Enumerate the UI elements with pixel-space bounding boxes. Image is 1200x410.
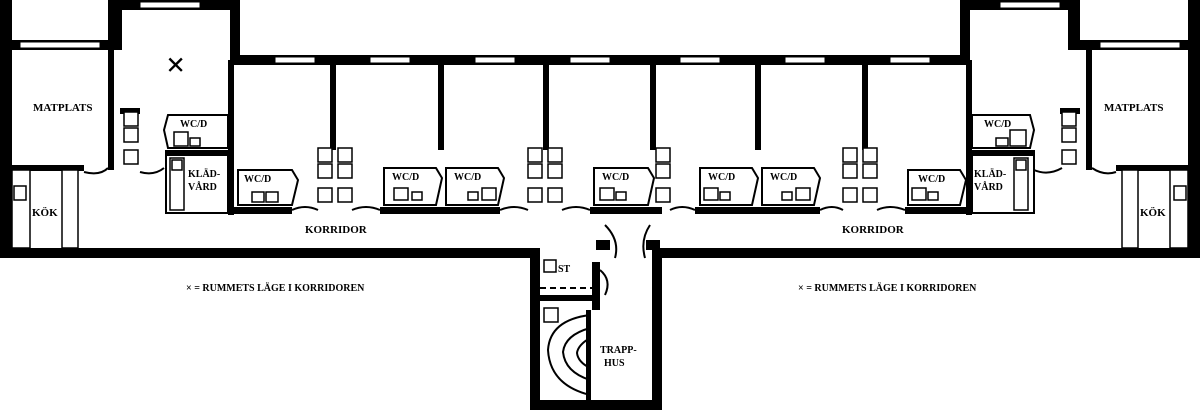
wcd-room-5 <box>699 167 760 206</box>
wcd-label-left-wing: WC/D <box>180 119 207 130</box>
vard-label-left: VÅRD <box>188 181 217 193</box>
bathrooms <box>162 114 1036 214</box>
legend-right: × = RUMMETS LÄGE I KORRIDOREN <box>798 281 977 294</box>
doors <box>83 167 1117 259</box>
wcd-label-2: WC/D <box>392 172 419 183</box>
vard-label-right: VÅRD <box>974 181 1003 193</box>
wcd-label-4: WC/D <box>602 172 629 183</box>
wcd-label-right-wing: WC/D <box>984 119 1011 130</box>
kladvard-right <box>971 154 1035 214</box>
stair-house <box>540 240 660 400</box>
kok-label-right: KÖK <box>1140 206 1166 219</box>
klad-label-left: KLÄD- <box>188 167 220 180</box>
korridor-label-left: KORRIDOR <box>305 224 368 236</box>
hus-label: HUS <box>604 358 625 369</box>
st-label: ST <box>558 264 571 275</box>
wcd-room-2 <box>383 167 444 206</box>
matplats-label-left: MATPLATS <box>33 102 93 114</box>
korridor-label-right: KORRIDOR <box>842 224 905 236</box>
kok-label-left: KÖK <box>32 206 58 219</box>
kitchen-fixtures <box>11 169 1189 249</box>
matplats-label-right: MATPLATS <box>1104 102 1164 114</box>
wcd-room-6 <box>761 167 822 206</box>
wcd-label-6: WC/D <box>770 172 797 183</box>
room-partitions <box>12 50 1188 215</box>
wcd-room-3 <box>445 167 506 206</box>
cabinet-stacks <box>123 111 1077 203</box>
wcd-label-7: WC/D <box>918 174 945 185</box>
wcd-room-1 <box>237 169 300 206</box>
wcd-label-1: WC/D <box>244 174 271 185</box>
room-mark: × <box>166 47 185 84</box>
wcd-label-3: WC/D <box>454 172 481 183</box>
wcd-label-5: WC/D <box>708 172 735 183</box>
windows <box>19 1 1181 64</box>
wcd-room-7 <box>907 169 968 206</box>
trapp-label: TRAPP- <box>600 345 637 356</box>
klad-label-right: KLÄD- <box>974 167 1006 180</box>
wcd-room-4 <box>593 167 656 206</box>
kladvard-left <box>165 154 229 214</box>
wcd-left-wing <box>162 114 229 149</box>
legend-left: × = RUMMETS LÄGE I KORRIDOREN <box>186 281 365 294</box>
wcd-right-wing <box>971 114 1036 149</box>
